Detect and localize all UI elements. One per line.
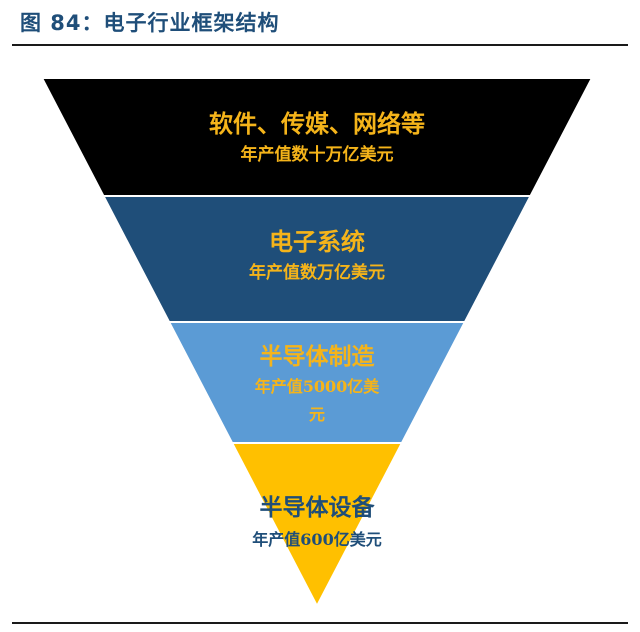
funnel-layer-3-value-line-1: 年产值5000亿美 [255, 377, 381, 396]
funnel-layer-4-title: 半导体设备 [260, 494, 376, 521]
bottom-rule [12, 622, 628, 624]
funnel-layer-4-value-line-1: 年产值600亿美元 [252, 530, 381, 549]
funnel-layer-1-title: 软件、传媒、网络等 [209, 109, 425, 138]
funnel-layer-3-value-line-2: 元 [309, 405, 325, 424]
figure-caption: 图 84：电子行业框架结构 [20, 11, 280, 35]
top-rule [12, 44, 628, 46]
funnel-layer-1-value-line-1: 年产值数十万亿美元 [241, 144, 394, 165]
funnel-layer-4 [230, 442, 404, 609]
funnel-layer-2-value-line-1: 年产值数万亿美元 [249, 262, 385, 283]
funnel-layer-2-title: 电子系统 [269, 227, 365, 256]
funnel-layer-2 [101, 195, 533, 323]
funnel-layer-3-title: 半导体制造 [260, 343, 376, 370]
